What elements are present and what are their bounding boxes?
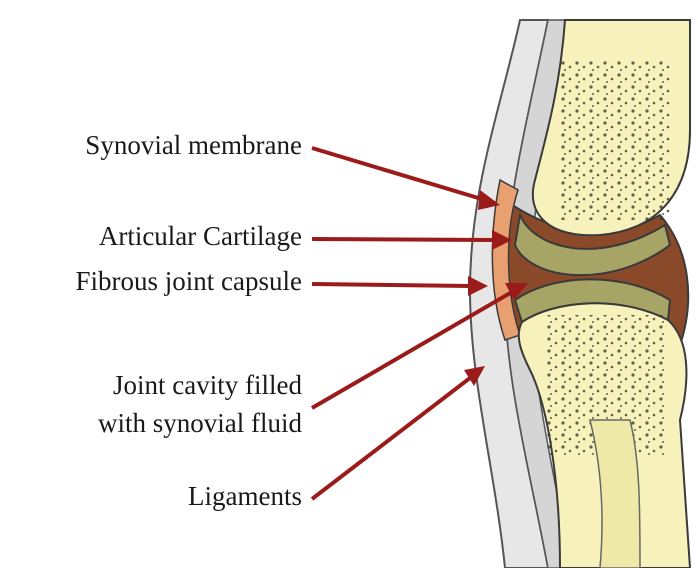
- label-articular-cartilage: Articular Cartilage: [99, 221, 302, 252]
- upper-bone-spongy: [560, 60, 670, 220]
- label-joint-cavity-line2: with synovial fluid: [98, 408, 302, 439]
- arrow-synovial-membrane: [312, 148, 500, 210]
- arrow-fibrous-joint-capsule: [312, 276, 488, 296]
- label-fibrous-joint-capsule: Fibrous joint capsule: [76, 266, 302, 297]
- arrow-ligaments: [312, 366, 485, 499]
- label-ligaments: Ligaments: [188, 481, 302, 512]
- label-synovial-membrane: Synovial membrane: [85, 130, 302, 161]
- label-joint-cavity-line1: Joint cavity filled: [113, 370, 302, 401]
